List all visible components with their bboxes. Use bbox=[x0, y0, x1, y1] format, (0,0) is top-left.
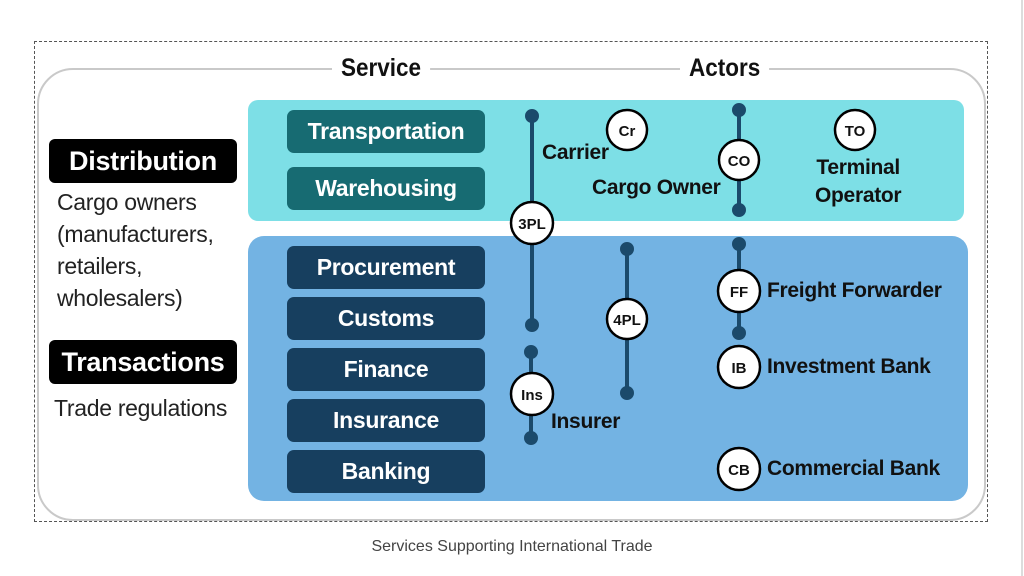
diagram-outline bbox=[37, 68, 986, 521]
connector-end bbox=[620, 386, 634, 400]
connector-end bbox=[732, 237, 746, 251]
actor-label-insurer: Insurer bbox=[551, 410, 621, 433]
connector-end bbox=[732, 103, 746, 117]
description-line: (manufacturers, bbox=[57, 221, 214, 247]
actor-circle-ff: FF bbox=[716, 268, 762, 314]
connector-end bbox=[525, 318, 539, 332]
transactions-description: Trade regulations bbox=[54, 395, 228, 421]
svg-text:Ins: Ins bbox=[521, 387, 543, 404]
connector-end bbox=[732, 326, 746, 340]
actor-circle-cb: CB bbox=[716, 446, 762, 492]
category-transactions: Transactions bbox=[49, 340, 237, 384]
svg-text:3PL: 3PL bbox=[518, 216, 546, 233]
svg-text:IB: IB bbox=[732, 360, 747, 377]
actor-label-commercial-bank: Commercial Bank bbox=[767, 457, 940, 480]
service-transportation: Transportation bbox=[287, 110, 485, 153]
figure-frame bbox=[34, 41, 988, 522]
service-header: Service bbox=[332, 54, 431, 83]
service-warehousing: Warehousing bbox=[287, 167, 485, 210]
actor-label-carrier: Carrier bbox=[542, 141, 609, 164]
actor-label-cargo-owner: Cargo Owner bbox=[592, 176, 721, 199]
actor-circle-3pl: 3PL bbox=[509, 200, 555, 246]
svg-text:Cr: Cr bbox=[619, 123, 636, 140]
service-finance: Finance bbox=[287, 348, 485, 391]
service-customs: Customs bbox=[287, 297, 485, 340]
actor-label-terminal-operator: Terminal Operator bbox=[815, 154, 902, 210]
svg-text:CO: CO bbox=[728, 153, 751, 170]
svg-text:FF: FF bbox=[730, 284, 748, 301]
actor-circle-4pl: 4PL bbox=[605, 297, 649, 341]
description-line: Cargo owners bbox=[57, 189, 197, 215]
svg-text:CB: CB bbox=[728, 462, 750, 479]
connector-end bbox=[525, 109, 539, 123]
actor-label-investment-bank: Investment Bank bbox=[767, 355, 931, 378]
connector-end bbox=[732, 203, 746, 217]
service-insurance: Insurance bbox=[287, 399, 485, 442]
service-banking: Banking bbox=[287, 450, 485, 493]
description-line: wholesalers) bbox=[57, 285, 183, 311]
actor-circle-ib: IB bbox=[716, 344, 762, 390]
description-line: retailers, bbox=[57, 253, 143, 279]
label-line: Operator bbox=[815, 184, 902, 207]
figure-caption: Services Supporting International Trade bbox=[371, 538, 653, 555]
actor-circle-ins: Ins bbox=[509, 371, 555, 417]
page-edge bbox=[1021, 0, 1023, 576]
actor-label-freight-forwarder: Freight Forwarder bbox=[767, 279, 942, 302]
category-distribution: Distribution bbox=[49, 139, 237, 183]
connector-end bbox=[524, 431, 538, 445]
actor-circle-to: TO bbox=[833, 108, 877, 152]
connector-end bbox=[524, 345, 538, 359]
svg-text:TO: TO bbox=[845, 123, 866, 140]
svg-text:4PL: 4PL bbox=[613, 312, 641, 329]
service-procurement: Procurement bbox=[287, 246, 485, 289]
actor-circle-co: CO bbox=[717, 138, 761, 182]
label-line: Terminal bbox=[816, 156, 900, 179]
distribution-description: Cargo owners (manufacturers, retailers, … bbox=[57, 186, 214, 314]
actors-header: Actors bbox=[680, 54, 770, 83]
connector-end bbox=[620, 242, 634, 256]
actor-circle-cr: Cr bbox=[605, 108, 649, 152]
